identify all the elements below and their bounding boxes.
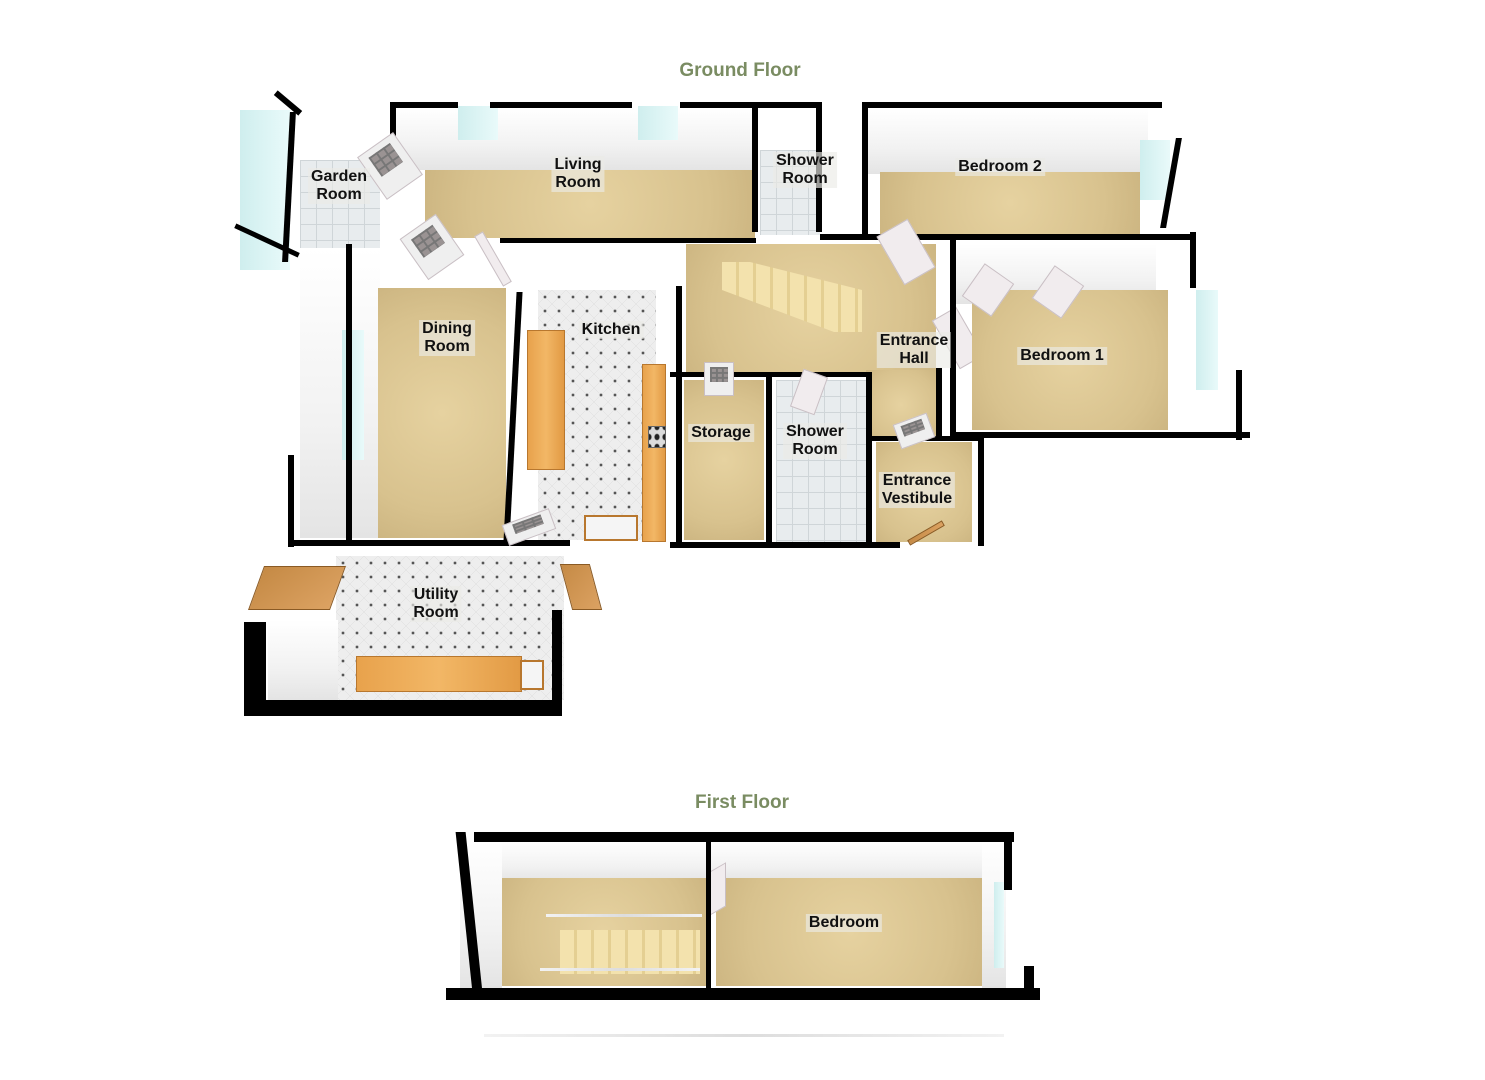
wall	[862, 102, 1162, 108]
wall	[290, 540, 570, 546]
kitchen-worktop-left	[527, 330, 565, 470]
banister	[540, 968, 700, 971]
floor-shadow	[484, 1034, 1004, 1037]
wall	[474, 832, 1014, 842]
wall	[820, 234, 1190, 240]
label-line: Bedroom 1	[1020, 347, 1104, 364]
utility-sink-icon	[520, 660, 544, 690]
label-line: Garden	[310, 168, 368, 185]
label-line: Bedroom	[808, 914, 880, 931]
bedroom-2	[880, 172, 1140, 234]
bedroom	[716, 878, 984, 986]
hob-icon	[648, 426, 666, 448]
living-room-window	[638, 106, 678, 140]
bedroom-1-label: Bedroom 1	[1017, 347, 1107, 365]
wall	[866, 372, 872, 547]
wall	[936, 368, 942, 438]
label-line: Kitchen	[581, 321, 641, 338]
label-line: Utility	[413, 586, 459, 603]
label-line: Shower	[786, 423, 844, 440]
shower-room-2-label: Shower Room	[783, 423, 847, 459]
wall	[1190, 232, 1196, 288]
wall	[244, 700, 556, 716]
wall	[1004, 832, 1012, 890]
label-line: Room	[413, 604, 459, 621]
wall	[680, 102, 820, 108]
utility-room-wall	[268, 620, 338, 700]
utility-side-door[interactable]	[559, 564, 603, 610]
label-line: Room	[792, 441, 838, 458]
banister	[546, 914, 702, 917]
bedroom-label: Bedroom	[805, 914, 883, 932]
label-line: Bedroom 2	[958, 158, 1042, 175]
label-line: Dining	[422, 320, 472, 337]
label-line: Room	[424, 338, 470, 355]
entrance-hall-label: Entrance Hall	[876, 332, 952, 368]
kitchen-worktop-right	[642, 364, 666, 542]
living-room-window	[458, 106, 498, 140]
sink-icon	[584, 515, 638, 541]
ground-floor-title: Ground Floor	[679, 60, 801, 81]
label-line: Room	[316, 186, 362, 203]
storage-label: Storage	[688, 424, 754, 442]
staircase-first-floor	[560, 930, 700, 974]
wall	[950, 240, 956, 435]
wall	[676, 286, 682, 546]
bedroom-1-window	[1196, 290, 1218, 390]
label-line: Entrance	[879, 332, 949, 349]
bedroom-2-label: Bedroom 2	[955, 158, 1045, 176]
wall	[288, 455, 294, 547]
storage	[684, 380, 764, 540]
first-floor-back-wall	[482, 842, 998, 882]
garden-room-label: Garden Room	[307, 168, 371, 204]
entrance-vestibule-label: Entrance Vestibule	[878, 472, 956, 508]
label-line: Storage	[691, 424, 751, 441]
bedroom-2-window	[1140, 140, 1170, 200]
wall	[670, 542, 900, 548]
wall	[766, 372, 772, 547]
garden-room-window	[240, 110, 290, 270]
wall	[552, 610, 562, 716]
utility-worktop	[356, 656, 522, 692]
wall	[978, 436, 984, 546]
storage-door[interactable]	[704, 362, 734, 396]
wall	[390, 102, 396, 142]
label-line: Room	[555, 174, 601, 191]
label-line: Hall	[899, 350, 929, 367]
wall	[706, 842, 711, 990]
wall	[752, 102, 758, 232]
wall	[490, 102, 632, 108]
dining-room-wall	[300, 248, 380, 538]
wall	[950, 432, 1250, 438]
wall	[500, 238, 756, 243]
utility-room-label: Utility Room	[410, 586, 462, 622]
wall	[1236, 370, 1242, 440]
wall	[244, 622, 266, 716]
label-line: Living	[554, 156, 602, 173]
living-room-label: Living Room	[551, 156, 605, 192]
wall	[446, 988, 1040, 1000]
first-floor-title: First Floor	[695, 792, 789, 813]
shower-room-1-label: Shower Room	[773, 152, 837, 188]
wall	[390, 102, 458, 108]
wall	[862, 102, 868, 237]
dining-room-label: Dining Room	[419, 320, 475, 356]
label-line: Room	[782, 170, 828, 187]
wall	[503, 292, 523, 542]
wall	[1024, 966, 1034, 996]
label-line: Shower	[776, 152, 834, 169]
bedroom-window	[994, 882, 1004, 968]
kitchen-label: Kitchen	[578, 321, 644, 339]
utility-back-door[interactable]	[247, 566, 347, 610]
wall	[346, 244, 352, 544]
label-line: Vestibule	[881, 490, 953, 507]
label-line: Entrance	[882, 472, 952, 489]
